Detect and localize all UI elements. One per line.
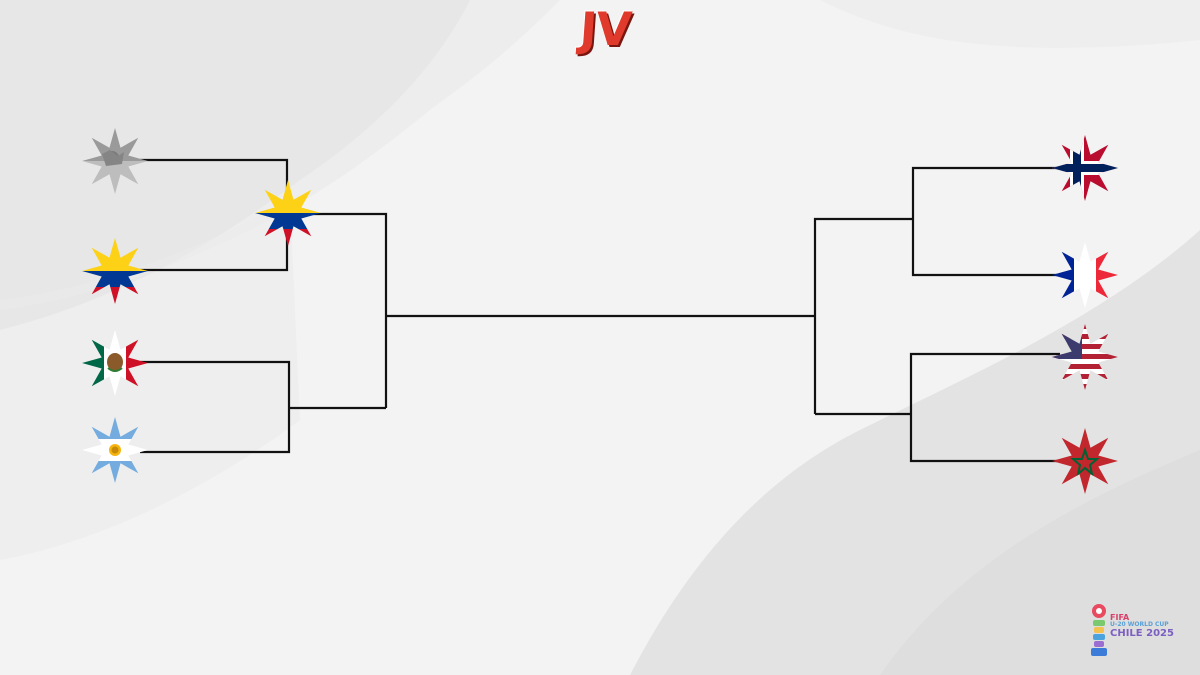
flag-france-star: [1052, 242, 1118, 308]
flag-morocco-star: [1052, 428, 1118, 494]
flag-argentina-star: [82, 417, 148, 483]
fifa-label: FIFA: [1110, 613, 1130, 622]
fifa-logo-text: FIFA U-20 WORLD CUP CHILE 2025: [1110, 613, 1190, 639]
chile-2025-label: CHILE 2025: [1110, 627, 1174, 639]
flag-norway-star: [1052, 135, 1118, 201]
flag-ukraine-star: [82, 128, 148, 194]
fifa-u20-logo: FIFA U-20 WORLD CUP CHILE 2025: [1088, 600, 1188, 660]
flag-usa-star: [1052, 324, 1118, 390]
u20-world-cup-label: U-20 WORLD CUP: [1110, 621, 1169, 629]
flag-colombia-winner-star: [255, 180, 321, 246]
flag-mexico-star: [82, 330, 148, 396]
flag-colombia-star: [82, 238, 148, 304]
trophy-icon: [1091, 604, 1107, 656]
